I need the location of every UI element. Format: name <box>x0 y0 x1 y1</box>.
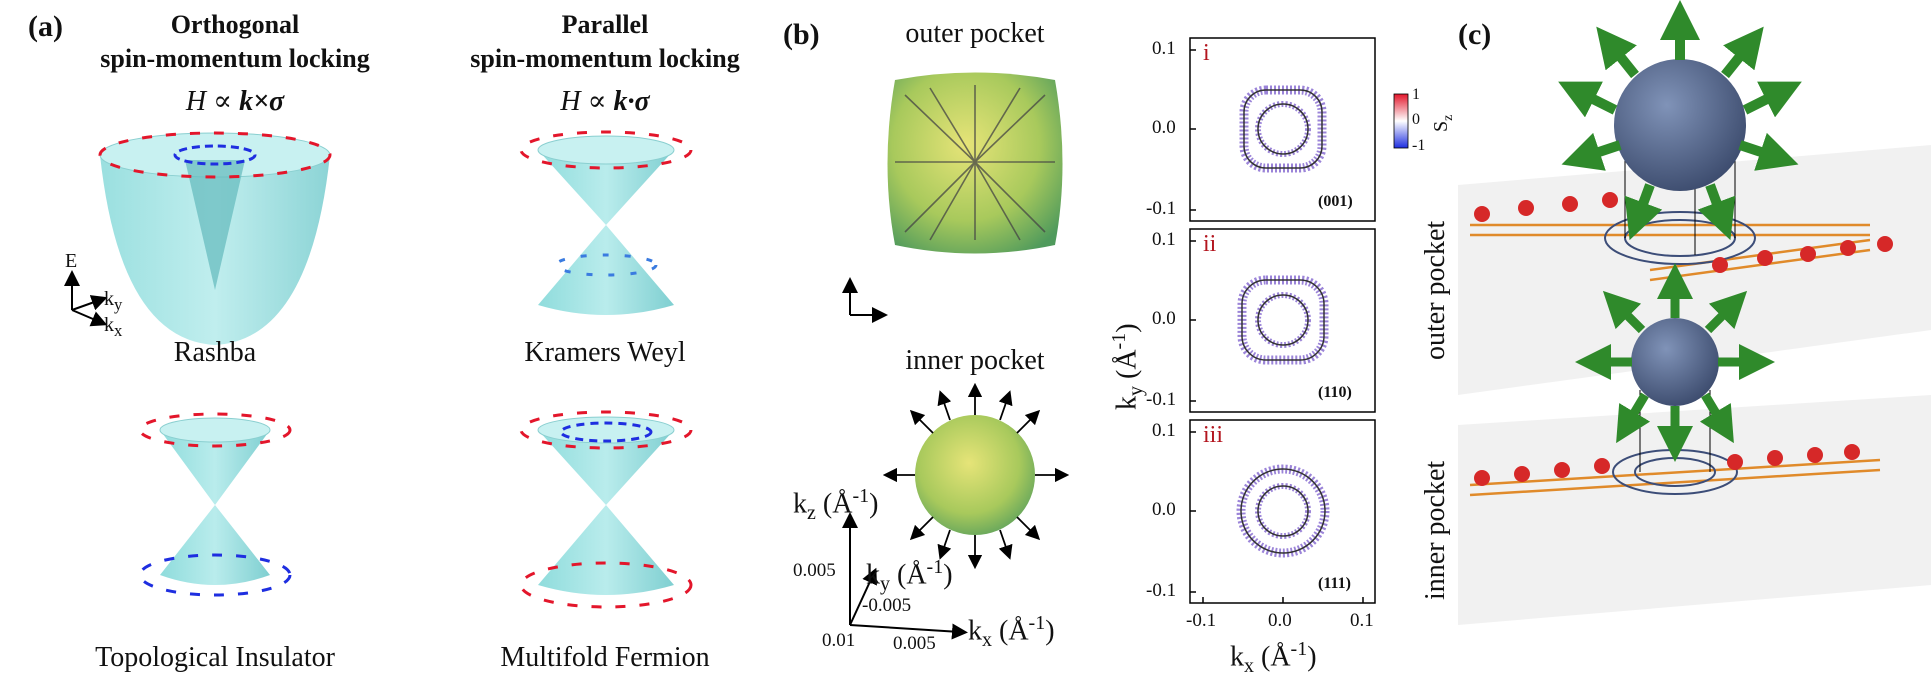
k-space-axes <box>842 512 968 640</box>
parallel-proportional-symbol: ∝ <box>587 86 607 117</box>
plot-iii-miller: (111) <box>1318 575 1351 592</box>
ytick-iii-mid: 0.0 <box>1152 499 1176 520</box>
outer-sphere <box>1614 59 1746 191</box>
panel-a-letter: (a) <box>28 10 63 43</box>
tick-kz-3d: 0.005 <box>793 560 836 581</box>
axis-label-kx-3d: kx (Å-1) <box>968 612 1055 651</box>
plot-frame-i <box>1189 37 1376 222</box>
parallel-formula-rhs: k·σ <box>613 86 650 117</box>
multifold-fermion-band <box>519 410 693 609</box>
xtick-right: 0.1 <box>1350 610 1374 631</box>
plot-ticks <box>1190 49 1364 603</box>
pocket-orientation-axes <box>842 277 888 323</box>
xtick-mid: 0.0 <box>1268 610 1292 631</box>
plot-frame-iii <box>1189 419 1376 604</box>
tick-kx-3d: 0.005 <box>893 633 936 654</box>
plot-ii-miller: (110) <box>1318 384 1352 401</box>
caption-rashba: Rashba <box>173 337 257 368</box>
ytick-ii-top: 0.1 <box>1152 229 1176 250</box>
rashba-band <box>98 131 332 345</box>
plot-xlabel: kx (Å-1) <box>1230 638 1317 677</box>
parallel-formula-lhs: H <box>560 86 581 117</box>
plot-i-miller: (001) <box>1318 193 1353 210</box>
axis-label-kz: kz (Å-1) <box>793 485 879 524</box>
plot-i-roman: i <box>1203 40 1210 66</box>
caption-kramers-weyl: Kramers Weyl <box>524 337 686 368</box>
orthogonal-formula-lhs: H <box>185 86 207 117</box>
panel-c-outer-label: outer pocket <box>1420 220 1451 360</box>
caption-multifold-fermion: Multifold Fermion <box>500 642 710 673</box>
parallel-formula: H ∝ k·σ <box>430 84 780 118</box>
orthogonal-formula: H ∝ k×σ <box>60 84 410 118</box>
ytick-i-top: 0.1 <box>1152 38 1176 59</box>
xtick-left: -0.1 <box>1186 610 1217 631</box>
outer-pocket-title: outer pocket <box>905 18 1045 49</box>
orthogonal-formula-rhs: k×σ <box>239 86 285 117</box>
outer-pocket-surface <box>887 72 1063 254</box>
outer-sphere-spin-arrows <box>1558 0 1802 241</box>
ytick-iii-bot: -0.1 <box>1146 580 1177 601</box>
axis-label-energy: E <box>65 250 78 272</box>
colorbar-min: -1 <box>1412 137 1426 154</box>
inner-pocket-title: inner pocket <box>905 345 1045 376</box>
panel-c-letter: (c) <box>1458 18 1492 51</box>
axis-label-kx: kx <box>104 314 123 340</box>
inner-pocket-surface <box>882 382 1070 570</box>
plot-frame-ii <box>1189 228 1376 413</box>
ytick-i-bot: -0.1 <box>1146 198 1177 219</box>
ytick-i-mid: 0.0 <box>1152 117 1176 138</box>
inner-rails <box>1469 458 1881 497</box>
inner-sphere-spin-arrows <box>1575 263 1775 462</box>
inner-sphere <box>1631 318 1719 406</box>
axis-label-ky-3d: ky (Å-1) <box>866 556 953 595</box>
inner-red-arrows <box>1474 444 1860 486</box>
caption-topological-insulator: Topological Insulator <box>95 642 335 673</box>
orthogonal-proportional-symbol: ∝ <box>213 86 233 117</box>
topological-insulator-band <box>138 412 292 597</box>
panel-a-axes <box>64 270 108 327</box>
colorbar-max: 1 <box>1412 86 1420 103</box>
axis-label-ky: ky <box>104 288 123 314</box>
orthogonal-header: Orthogonal spin-momentum locking <box>60 8 410 76</box>
panel-c-inner-label: inner pocket <box>1420 460 1451 600</box>
ytick-ii-bot: -0.1 <box>1146 389 1177 410</box>
plot-ii-roman: ii <box>1203 231 1217 257</box>
outer-red-arrows <box>1474 192 1893 273</box>
panel-b-letter: (b) <box>783 18 820 51</box>
inner-plane <box>1458 395 1931 625</box>
colorbar-mid: 0 <box>1412 111 1420 128</box>
parallel-line1: Parallel <box>561 10 649 39</box>
orthogonal-line1: Orthogonal <box>170 10 300 39</box>
parallel-line2: spin-momentum locking <box>470 44 740 73</box>
parallel-header: Parallel spin-momentum locking <box>430 8 780 76</box>
kramers-weyl-band <box>519 130 693 315</box>
tick-ky-3d: -0.005 <box>862 595 912 616</box>
ytick-iii-top: 0.1 <box>1152 420 1176 441</box>
ytick-ii-mid: 0.0 <box>1152 308 1176 329</box>
sz-colorbar <box>1393 93 1409 149</box>
plot-iii-roman: iii <box>1203 422 1224 448</box>
orthogonal-line2: spin-momentum locking <box>100 44 370 73</box>
tick-origin-3d: 0.01 <box>822 630 856 651</box>
